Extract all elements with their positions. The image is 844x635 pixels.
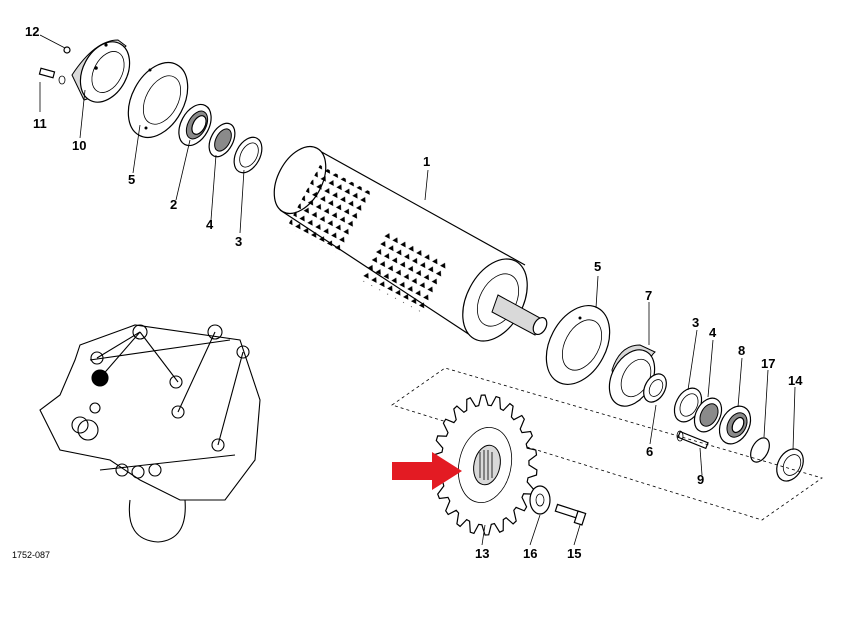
callout-6: 6 bbox=[646, 444, 653, 459]
callout-8: 8 bbox=[738, 343, 745, 358]
highlight-arrow bbox=[392, 452, 462, 490]
callout-12: 12 bbox=[25, 24, 39, 39]
callout-labels: 1 2 3 4 5 10 11 12 5 7 6 3 4 8 17 14 9 1… bbox=[25, 24, 803, 561]
bearing-part-2 bbox=[178, 103, 212, 147]
flange-part-5-left bbox=[127, 62, 189, 138]
bearing-part-8 bbox=[718, 405, 752, 445]
seal-part-4-left bbox=[208, 122, 236, 158]
callout-7: 7 bbox=[645, 288, 652, 303]
figure-code: 1752-087 bbox=[12, 550, 50, 560]
cap-part-14 bbox=[776, 448, 804, 482]
callout-1: 1 bbox=[423, 154, 430, 169]
nut-part-12 bbox=[63, 46, 71, 54]
seal-part-4-right bbox=[693, 397, 723, 433]
callout-11: 11 bbox=[33, 116, 47, 131]
ring-part-17 bbox=[750, 437, 770, 463]
callout-14: 14 bbox=[788, 373, 803, 388]
callout-10: 10 bbox=[72, 138, 86, 153]
screw-part-9 bbox=[676, 430, 709, 450]
washer-part-16 bbox=[529, 485, 551, 515]
flange-part-5-right bbox=[545, 305, 611, 385]
bolt-part-11 bbox=[38, 67, 66, 85]
callout-16: 16 bbox=[523, 546, 537, 561]
callout-9: 9 bbox=[697, 472, 704, 487]
callout-13: 13 bbox=[475, 546, 489, 561]
bolt-part-15 bbox=[554, 503, 587, 526]
left-end-assembly bbox=[38, 39, 263, 174]
seal-part-6 bbox=[643, 373, 667, 403]
leader-lines bbox=[39, 34, 796, 546]
right-end-assembly bbox=[545, 305, 804, 482]
callout-15: 15 bbox=[567, 546, 581, 561]
callout-5-left: 5 bbox=[128, 172, 135, 187]
callout-4-right: 4 bbox=[709, 325, 717, 340]
callout-4-left: 4 bbox=[206, 217, 214, 232]
callout-3-left: 3 bbox=[235, 234, 242, 249]
roller-part-1 bbox=[273, 145, 548, 342]
callout-5-right: 5 bbox=[594, 259, 601, 274]
sprocket-group-outline bbox=[391, 367, 823, 521]
bearing-housing-part-10 bbox=[71, 39, 131, 103]
callout-3-right: 3 bbox=[692, 315, 699, 330]
baler-side-schematic bbox=[39, 324, 261, 543]
callout-17: 17 bbox=[761, 356, 775, 371]
ring-part-3-left bbox=[233, 136, 263, 174]
callout-2: 2 bbox=[170, 197, 177, 212]
